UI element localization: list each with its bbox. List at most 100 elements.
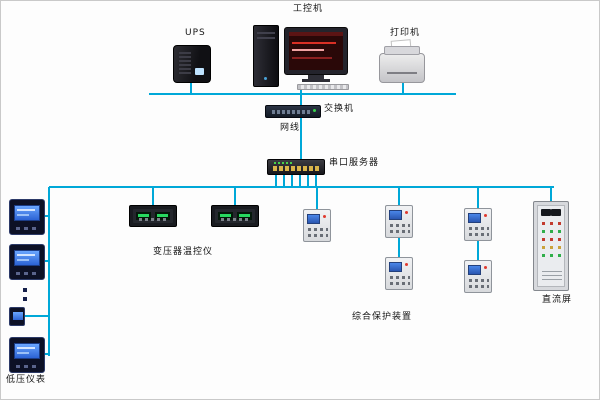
relay-screen [307,214,320,224]
temp-controller-2 [211,205,259,227]
meter-reading [17,214,29,216]
vent-line [542,279,562,280]
protection-relay-3 [464,208,492,241]
meter-reading [17,352,29,354]
main-bus-line [49,186,554,188]
meter-buttons [16,227,38,230]
protection-relay-2 [385,205,413,238]
relay-buttons [390,282,410,285]
network-switch [265,105,321,118]
relay-screen [389,210,402,220]
screen-trace [292,49,324,51]
keyboard [297,84,349,90]
temp-display-left [218,212,233,220]
top-bus-line [149,93,456,95]
indicator-row [542,222,562,225]
lv-meter-1 [9,199,45,235]
protection-relay-4 [385,257,413,290]
temp-controller-face [215,209,255,223]
ups-vents [179,52,191,74]
bus-to-switch-line [300,95,302,105]
printer-label: 打印机 [390,28,421,38]
drive-bay [257,37,275,39]
relay5-link-line [477,241,479,260]
relay-led [484,214,487,217]
meter3-stub-line [45,353,50,355]
meter-screen [13,312,23,320]
temp-buttons [221,218,251,221]
dc-panel-face [537,205,565,287]
temp-controller-1 [129,205,177,227]
printer-output-slot [387,72,417,74]
server-fan-line [283,175,285,187]
ellipsis-dot [23,297,27,301]
temp-display-right [155,212,170,220]
server-fan-line [275,175,277,187]
indicator-row [542,246,562,249]
temp-controller-label: 变压器温控仪 [153,247,214,257]
network-cable-label: 网线 [280,123,301,133]
power-led [264,77,267,80]
server-ports [273,166,321,171]
server-leds [274,162,294,164]
relay2-drop-line [398,188,400,205]
switch-label: 交换机 [324,104,355,114]
meter-buttons [16,365,38,368]
screen-trace [292,57,332,59]
meter2-stub-line [45,260,50,262]
ups-label: UPS [185,28,206,38]
drive-bay [257,32,275,34]
screen-trace [292,42,336,44]
pc-monitor [284,27,348,75]
temp-digits [157,214,168,217]
vent-line [542,271,562,272]
ups-display [195,68,204,75]
server-fan-line [307,175,309,187]
server-fan-line [299,175,301,187]
dc-meter [551,209,561,216]
serial-server-label: 串口服务器 [329,158,380,168]
ups-device [173,45,211,83]
relay3-drop-line [477,188,479,208]
meter-reading [17,259,29,261]
ups-drop-line [190,83,192,93]
meter-reading [17,254,35,256]
lv-meter-small [9,307,25,326]
meter-screen [14,205,40,221]
meter-reading [17,347,35,349]
screen-header-bar [289,32,343,36]
lv-meter-label: 低压仪表 [6,375,47,385]
ellipsis-dot [23,288,27,292]
printer-drop-line [402,83,404,93]
switch-led [313,109,316,112]
meter-reading [17,209,35,211]
pc-screen [289,32,343,70]
protection-label: 综合保护装置 [352,312,413,322]
temp1-drop-line [152,188,154,205]
relay-buttons [390,230,410,233]
small-meter-stub-line [25,315,50,317]
indicator-row [542,254,562,257]
protection-relay-5 [464,260,492,293]
relay-led [405,263,408,266]
pc-tower [253,25,279,87]
relay-buttons [390,224,410,227]
serial-server [267,159,325,175]
meter-buttons [16,272,38,275]
relay-buttons [390,276,410,279]
printer-lid [384,46,420,55]
relay-screen [468,265,481,275]
printer-device [379,39,425,83]
indicator-row [542,230,562,233]
temp2-drop-line [234,188,236,205]
temp-controller-face [133,209,173,223]
temp-digits [220,214,231,217]
lv-meter-2 [9,244,45,280]
relay1-drop-line [316,188,318,209]
switch-to-server-line [300,118,302,159]
meter1-stub-line [45,215,50,217]
meter-screen [14,250,40,266]
left-vertical-line [48,187,50,356]
dc-panel-label: 直流屏 [542,295,573,305]
